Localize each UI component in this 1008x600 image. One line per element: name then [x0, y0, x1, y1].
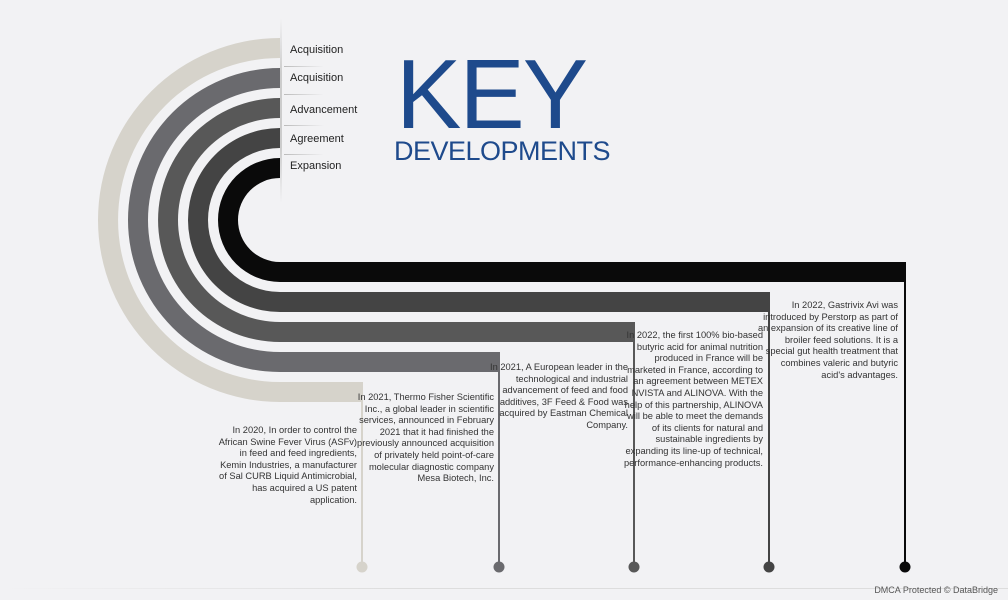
- timeline-dot-5: [899, 561, 911, 573]
- category-label-5: Expansion: [290, 160, 342, 172]
- timeline-dot-2: [493, 561, 505, 573]
- timeline-dot-1: [356, 561, 368, 573]
- footer-line: [0, 588, 1008, 589]
- category-label-1: Acquisition: [290, 44, 344, 56]
- timeline-dot-3: [628, 561, 640, 573]
- category-label-4: Agreement: [290, 133, 344, 145]
- footer-text: DMCA Protected © DataBridge: [874, 585, 998, 595]
- separator: [284, 94, 324, 95]
- title-developments: DEVELOPMENTS: [394, 136, 611, 166]
- category-label-2: Acquisition: [290, 72, 344, 84]
- category-label-3: Advancement: [290, 104, 358, 116]
- ring-band-4: [188, 128, 770, 312]
- timeline-dot-4: [763, 561, 775, 573]
- development-text-2: In 2021, Thermo Fisher Scientific Inc., …: [357, 392, 494, 484]
- development-text-1: In 2020, In order to control the African…: [218, 425, 357, 505]
- separator: [284, 125, 324, 126]
- development-text-5: In 2022, Gastrivix Avi was introduced by…: [757, 300, 898, 380]
- development-text-4: In 2022, the first 100% bio-based butyri…: [623, 330, 763, 468]
- development-text-3: In 2021, A European leader in the techno…: [489, 362, 628, 430]
- title-key: KEY: [396, 39, 588, 149]
- separator: [284, 154, 324, 155]
- label-divider: [280, 18, 282, 203]
- separator: [284, 66, 324, 67]
- ring-band-5: [218, 158, 906, 282]
